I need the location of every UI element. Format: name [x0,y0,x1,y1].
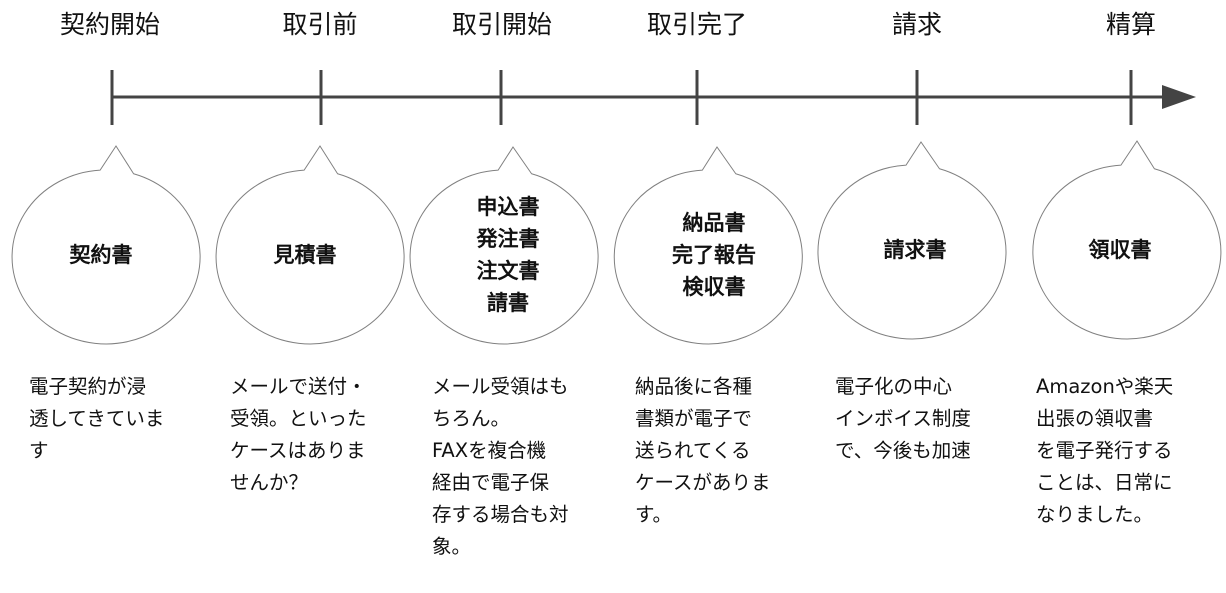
speech-bubble-invoice [817,141,1007,340]
speech-bubble-delivery [613,146,803,345]
bubble-documents-estimate: 見積書 [273,243,337,267]
description-contract: 電子契約が浸 透してきていま す [29,375,165,462]
description-order: メール受領はも ちろん。 FAXを複合機 経由で電子保 存する場合も対 象。 [432,375,569,558]
bubble-documents-invoice: 請求書 [883,238,947,262]
bubble-documents-receipt: 領収書 [1088,238,1152,262]
bubble-documents-order: 申込書 発注書 注文書 請書 [476,195,540,315]
timeline-arrowhead-icon [1162,85,1196,109]
bubble-documents-delivery: 納品書 完了報告 検収書 [672,211,756,299]
speech-bubble-contract [11,145,201,345]
stage-label-pre-transaction: 取引前 [282,10,358,39]
stage-label-transaction-complete: 取引完了 [646,10,748,39]
bubble-documents-contract: 契約書 [69,243,133,267]
stage-label-settlement: 精算 [1105,10,1157,39]
speech-bubble-order [409,146,599,345]
description-delivery: 納品後に各種 書類が電子で 送られてくる ケースがありま す。 [635,375,771,526]
description-estimate: メールで送付・ 受領。といった ケースはありま せんか？ [230,375,367,494]
speech-bubble-receipt [1032,140,1222,340]
stage-label-contract-start: 契約開始 [59,10,161,39]
stage-label-billing: 請求 [891,10,943,39]
speech-bubble-estimate [215,145,405,345]
description-receipt: Amazonや楽天 出張の領収書 を電子発行する ことは、日常に なりました。 [1036,375,1174,526]
description-invoice: 電子化の中心 インボイス制度 で、今後も加速 [835,375,971,462]
stage-label-transaction-start: 取引開始 [451,10,553,39]
